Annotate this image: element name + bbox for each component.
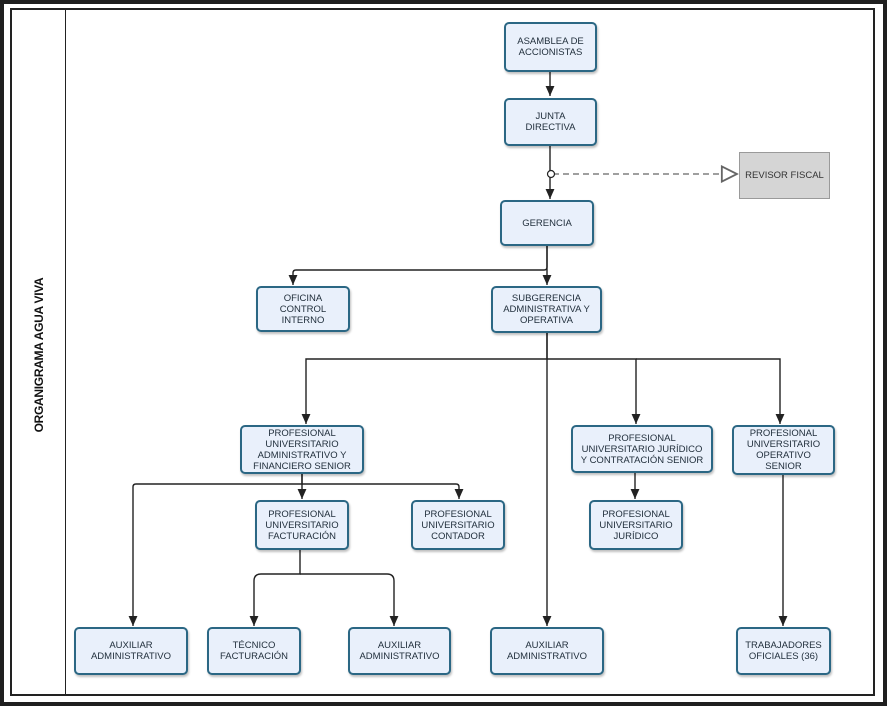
node-asamblea-de-accionistas[interactable]: ASAMBLEA DE ACCIONISTAS	[504, 22, 597, 72]
swimlane-header: ORGANIGRAMA AGUA VIVA	[12, 10, 66, 694]
connector-sub-prof-operativo	[636, 358, 785, 424]
node-profesional-facturacion[interactable]: PROFESIONAL UNIVERSITARIO FACTURACIÓN	[255, 500, 349, 550]
node-profesional-contador[interactable]: PROFESIONAL UNIVERSITARIO CONTADOR	[411, 500, 505, 550]
connector-facturacion-aux-2	[300, 573, 399, 626]
connector-layer	[128, 72, 788, 626]
node-subgerencia-administrativa-operativa[interactable]: SUBGERENCIA ADMINISTRATIVA Y OPERATIVA	[491, 286, 602, 333]
connector-sub-prof-juridico-senior	[547, 358, 641, 424]
node-auxiliar-administrativo-1[interactable]: AUXILIAR ADMINISTRATIVO	[74, 627, 188, 675]
node-trabajadores-oficiales[interactable]: TRABAJADORES OFICIALES (36)	[736, 627, 831, 675]
node-junta-directiva[interactable]: JUNTA DIRECTIVA	[504, 98, 597, 146]
node-oficina-control-interno[interactable]: OFICINA CONTROL INTERNO	[256, 286, 350, 332]
diagram-frame: ORGANIGRAMA AGUA VIVA	[10, 8, 875, 696]
connector-gerencia-oficina	[288, 246, 548, 285]
node-auxiliar-administrativo-3[interactable]: AUXILIAR ADMINISTRATIVO	[490, 627, 604, 675]
node-profesional-juridico[interactable]: PROFESIONAL UNIVERSITARIO JURÍDICO	[589, 500, 683, 550]
node-revisor-fiscal[interactable]: REVISOR FISCAL	[739, 152, 830, 199]
connector-sub-prof-admin	[301, 333, 548, 424]
node-tecnico-facturacion[interactable]: TÉCNICO FACTURACIÓN	[207, 627, 301, 675]
connector-admin-contador	[302, 483, 464, 499]
node-auxiliar-administrativo-2[interactable]: AUXILIAR ADMINISTRATIVO	[348, 627, 451, 675]
connector-revisor-origin	[546, 169, 556, 179]
node-profesional-juridico-contratacion[interactable]: PROFESIONAL UNIVERSITARIO JURÍDICO Y CON…	[571, 425, 713, 473]
node-profesional-operativo[interactable]: PROFESIONAL UNIVERSITARIO OPERATIVO SENI…	[732, 425, 835, 475]
node-profesional-administrativo-financiero[interactable]: PROFESIONAL UNIVERSITARIO ADMINISTRATIVO…	[240, 425, 364, 474]
diagram-canvas: ORGANIGRAMA AGUA VIVA	[4, 4, 883, 702]
connector-facturacion-tecnico	[249, 550, 301, 626]
node-gerencia[interactable]: GERENCIA	[500, 200, 594, 246]
connector-admin-aux-1	[128, 474, 303, 626]
